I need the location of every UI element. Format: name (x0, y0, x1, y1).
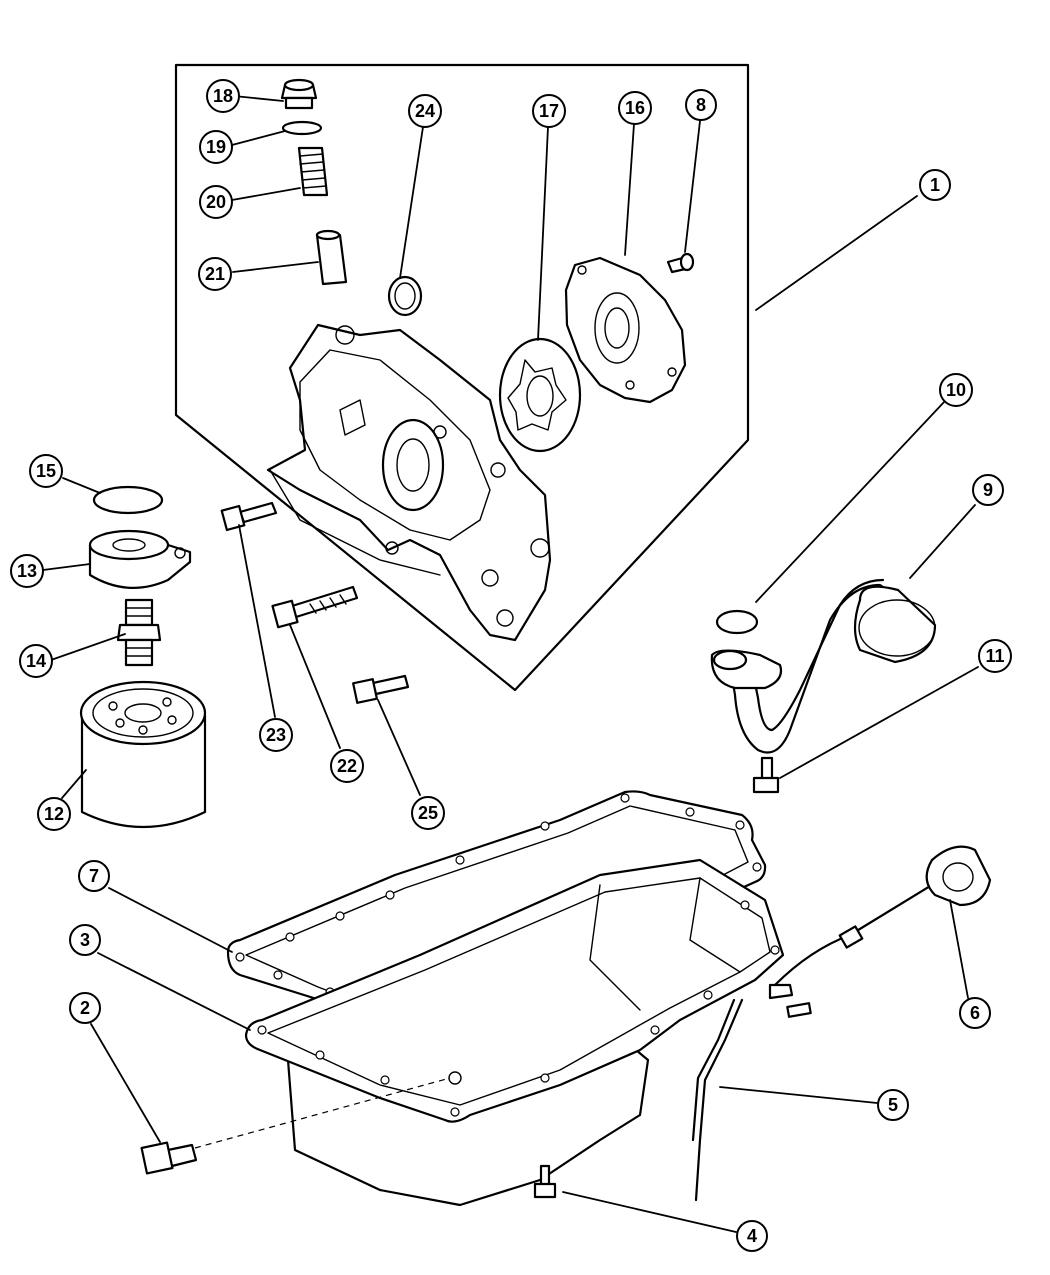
svg-text:18: 18 (213, 86, 233, 106)
bolt-22 (271, 585, 359, 629)
callout-23: 23 (259, 718, 293, 752)
callout-25: 25 (411, 796, 445, 830)
svg-text:22: 22 (337, 756, 357, 776)
relief-valve-spring (297, 146, 329, 197)
svg-text:4: 4 (747, 1226, 757, 1246)
oil-pan (244, 858, 785, 1207)
oil-pan-bolt (533, 1164, 557, 1199)
oil-pump-group-outline (174, 63, 750, 692)
callout-18: 18 (206, 79, 240, 113)
callout-19: 19 (199, 130, 233, 164)
callout-24: 24 (408, 94, 442, 128)
svg-text:11: 11 (985, 646, 1004, 666)
svg-text:1: 1 (930, 175, 940, 195)
oil-pump-cover (564, 256, 687, 404)
svg-text:23: 23 (266, 725, 286, 745)
callout-12: 12 (37, 797, 71, 831)
oil-filter-adapter (88, 529, 192, 589)
svg-text:9: 9 (983, 480, 993, 500)
callout-1: 1 (919, 169, 951, 201)
callout-10: 10 (939, 373, 973, 407)
relief-valve-plunger (315, 229, 348, 286)
svg-text:24: 24 (415, 101, 435, 121)
oil-pump-rotor (498, 337, 582, 453)
svg-text:19: 19 (206, 137, 226, 157)
oil-pump-body (266, 323, 552, 642)
callout-9: 9 (972, 474, 1004, 506)
svg-text:7: 7 (89, 866, 99, 886)
svg-text:13: 13 (17, 561, 37, 581)
callout-13: 13 (10, 554, 44, 588)
svg-text:20: 20 (206, 192, 226, 212)
callout-22: 22 (330, 749, 364, 783)
relief-valve-cap (280, 78, 318, 110)
filter-adapter-seal (92, 485, 164, 515)
svg-text:21: 21 (205, 264, 225, 284)
pickup-tube-bolt (752, 756, 780, 794)
pickup-tube-o-ring (715, 609, 759, 635)
svg-text:8: 8 (696, 95, 706, 115)
callout-8: 8 (685, 89, 717, 121)
svg-text:12: 12 (44, 804, 64, 824)
svg-text:14: 14 (26, 651, 46, 671)
svg-text:15: 15 (36, 461, 56, 481)
oil-dipstick (773, 845, 992, 987)
drain-plug-alignment-line (194, 1077, 451, 1149)
oil-pickup-tube (710, 578, 937, 754)
callout-4: 4 (736, 1220, 768, 1252)
oil-filter (79, 680, 207, 829)
dipstick-tube (691, 983, 812, 1202)
leader-lines (42, 95, 979, 1233)
svg-text:25: 25 (418, 803, 438, 823)
svg-text:2: 2 (80, 998, 90, 1018)
callout-3: 3 (69, 924, 101, 956)
callout-5: 5 (877, 1089, 909, 1121)
callout-21: 21 (198, 257, 232, 291)
bolt-23 (220, 501, 278, 532)
svg-text:3: 3 (80, 930, 90, 950)
svg-text:16: 16 (625, 98, 645, 118)
bolt-25 (352, 674, 410, 704)
svg-text:10: 10 (946, 380, 966, 400)
callout-7: 7 (78, 860, 110, 892)
oil-pump-o-ring (387, 275, 423, 317)
callout-14: 14 (19, 644, 53, 678)
callout-16: 16 (618, 91, 652, 125)
oil-filter-fitting (116, 598, 162, 667)
callout-15: 15 (29, 454, 63, 488)
callout-2: 2 (69, 992, 101, 1024)
oil-pump-cover-screw (666, 252, 695, 274)
relief-valve-washer (281, 120, 323, 136)
oil-drain-plug (140, 1141, 198, 1175)
svg-text:5: 5 (888, 1095, 898, 1115)
svg-text:17: 17 (539, 101, 559, 121)
callout-20: 20 (199, 185, 233, 219)
callout-6: 6 (959, 997, 991, 1029)
callout-17: 17 (532, 94, 566, 128)
callout-11: 11 (978, 639, 1012, 673)
svg-text:6: 6 (970, 1003, 980, 1023)
